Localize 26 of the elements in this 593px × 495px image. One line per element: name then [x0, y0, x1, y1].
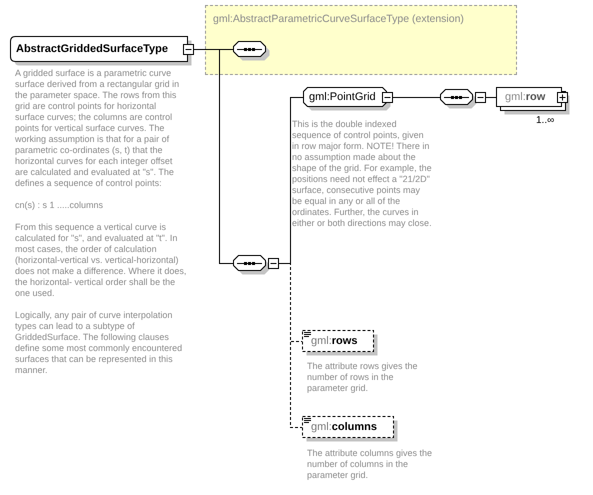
attribute-box — [302, 330, 378, 356]
description-text: Logically, any pair of curve interpolation types can lead to a subtype of GriddedSurface. The following clauses define some most commonly encountered surfaces that can be represented in this manner. — [15, 310, 184, 376]
sequence-compositor — [233, 41, 270, 61]
occurrence-label: 1..∞ — [536, 115, 556, 127]
element-name: gml:PointGrid — [309, 90, 376, 105]
sequence-compositor — [233, 255, 279, 275]
attribute-name: gml:rows — [311, 334, 358, 349]
description-text: A gridded surface is a parametric curve surface derived from a rectangular grid in the parameter space. The rows from this grid are control points for horizontal surface curves; the columns are control points for vertical surface curves. The working assumption is that for a pair of parametric co-ordinates (s, t) that the horizontal curves for each integer offset are calculated and evaluated at "s". The defines a sequence of control points: — [15, 68, 180, 189]
extension-group-box — [205, 5, 517, 75]
dashed-connector-line — [278, 263, 302, 428]
base-type-name: gml:AbstractParametricCurveSurfaceType (extension) — [213, 13, 464, 25]
description-text: This is the double indexed sequence of control points, given in row major form. NOTE! There in no assumption made about the shape of the grid. For example, the positions need not effect a "21/2D" surface, consecutive points may be equal in any or all of the ordinates. Further, the curves in either or both directions may close. — [292, 119, 432, 229]
connector-line — [392, 97, 440, 98]
description-text: The attribute rows gives the number of rows in the parameter grid. — [307, 361, 419, 394]
description-text: From this sequence a vertical curve is calculated for "s", and evaluated at "t". In most cases, the order of calculation (horizontal-vertical vs. vertical-horizontal) does not make a difference. Where it does, the horizontal- vertical order shall be the one used. — [15, 222, 187, 299]
sequence-compositor — [440, 89, 486, 109]
element-name: gml:row — [505, 90, 546, 105]
type-name: AbstractGriddedSurfaceType — [16, 42, 168, 57]
attribute-box — [302, 416, 398, 442]
repeated-element-box — [496, 87, 570, 115]
element-box — [303, 87, 393, 111]
complex-type-box — [10, 36, 194, 66]
description-text: The attribute columns gives the number of columns in the parameter grid. — [307, 448, 434, 481]
attribute-name: gml:columns — [311, 420, 378, 435]
connector-line — [486, 97, 496, 98]
description-text: cn(s) : s 1 .....columns — [15, 200, 104, 211]
